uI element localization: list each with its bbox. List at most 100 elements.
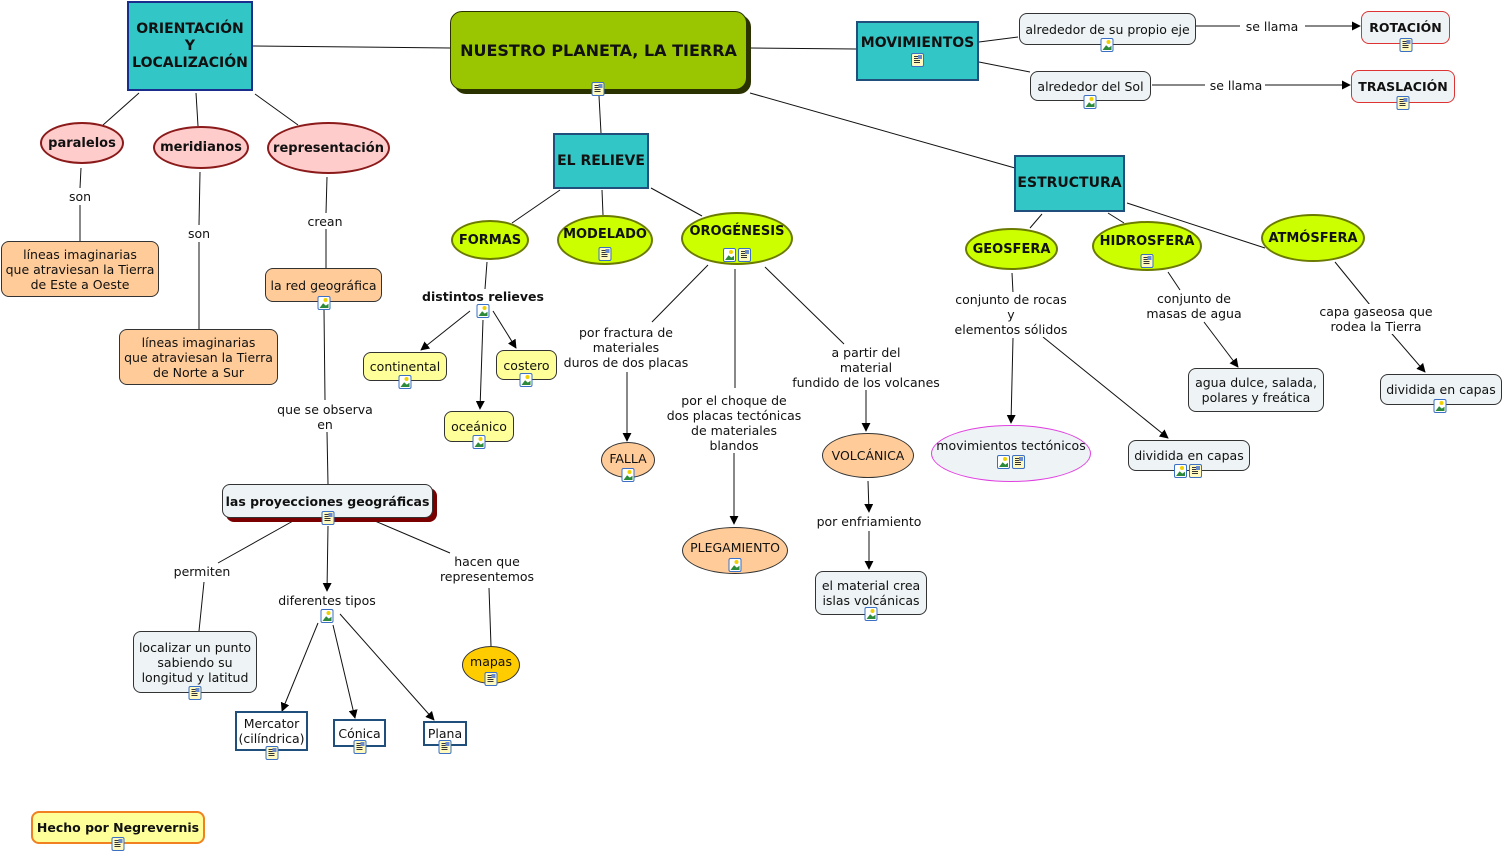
- document-resource-icon[interactable]: [591, 82, 605, 96]
- estructura-node[interactable]: ESTRUCTURA: [1014, 155, 1125, 212]
- lineas-norte-sur-node[interactable]: líneas imaginarias que atraviesan la Tie…: [119, 329, 278, 385]
- root-concept-label: NUESTRO PLANETA, LA TIERRA: [460, 41, 737, 60]
- plegamiento-label: PLEGAMIENTO: [690, 540, 780, 555]
- document-resource-icon[interactable]: [1140, 254, 1154, 268]
- link-label-por-choque: por el choque de dos placas tectónicas d…: [666, 393, 802, 453]
- estructura-label: ESTRUCTURA: [1017, 175, 1122, 191]
- movimientos-label: MOVIMIENTOS: [860, 34, 975, 51]
- hidrosfera-label: HIDROSFERA: [1099, 233, 1195, 249]
- image-resource-icon[interactable]: [1433, 399, 1447, 413]
- document-resource-icon[interactable]: [438, 740, 452, 754]
- image-resource-icon[interactable]: [320, 609, 334, 623]
- link-label-hacen-que: hacen que representemos: [439, 554, 535, 584]
- modelado-label: MODELADO: [563, 226, 647, 242]
- image-resource-icon[interactable]: [997, 455, 1010, 469]
- plegamiento-node[interactable]: PLEGAMIENTO: [682, 527, 788, 574]
- movimientos-node[interactable]: MOVIMIENTOS: [856, 21, 979, 81]
- document-resource-icon[interactable]: [265, 746, 279, 760]
- volcanica-node[interactable]: VOLCÁNICA: [822, 433, 914, 478]
- volcanica-label: VOLCÁNICA: [831, 448, 905, 463]
- image-resource-icon[interactable]: [1174, 464, 1187, 478]
- document-resource-icon[interactable]: [598, 247, 612, 261]
- dividida-geosfera-label: dividida en capas: [1134, 448, 1244, 463]
- image-resource-icon[interactable]: [621, 468, 635, 482]
- image-resource-icon[interactable]: [728, 558, 742, 572]
- hidrosfera-node[interactable]: HIDROSFERA: [1092, 221, 1202, 271]
- conica-label: Cónica: [338, 725, 381, 741]
- document-resource-icon[interactable]: [321, 511, 335, 525]
- link-label-se-llama: se llama: [1245, 19, 1299, 34]
- image-resource-icon[interactable]: [476, 304, 490, 318]
- orogenesis-node[interactable]: OROGÉNESIS: [681, 212, 793, 265]
- image-resource-icon[interactable]: [864, 607, 878, 621]
- link-label-son: son: [187, 226, 211, 241]
- geosfera-node[interactable]: GEOSFERA: [965, 228, 1058, 270]
- representacion-node[interactable]: representación: [267, 122, 390, 174]
- document-resource-icon[interactable]: [353, 740, 367, 754]
- falla-label: FALLA: [609, 450, 647, 466]
- document-resource-icon[interactable]: [911, 52, 924, 67]
- document-resource-icon[interactable]: [1012, 455, 1025, 469]
- document-resource-icon[interactable]: [1396, 96, 1410, 110]
- image-resource-icon[interactable]: [472, 435, 486, 449]
- rotacion-label: ROTACIÓN: [1369, 20, 1442, 35]
- modelado-node[interactable]: MODELADO: [557, 215, 653, 265]
- document-resource-icon[interactable]: [1189, 464, 1202, 478]
- propio-eje-node[interactable]: alrededor de su propio eje: [1019, 13, 1196, 45]
- conica-node[interactable]: Cónica: [333, 719, 386, 747]
- agua-label: agua dulce, salada, polares y freática: [1195, 375, 1317, 405]
- image-resource-icon[interactable]: [398, 375, 412, 389]
- lineas-norte-sur-label: líneas imaginarias que atraviesan la Tie…: [124, 334, 273, 380]
- image-resource-icon[interactable]: [1100, 38, 1114, 52]
- meridianos-node[interactable]: meridianos: [153, 126, 249, 169]
- movimientos-tectonicos-label: movimientos tectónicos: [936, 438, 1086, 453]
- root-concept-node[interactable]: NUESTRO PLANETA, LA TIERRA: [450, 11, 747, 90]
- localizar-label: localizar un punto sabiendo su longitud …: [138, 639, 252, 685]
- lineas-este-oeste-label: líneas imaginarias que atraviesan la Tie…: [5, 246, 155, 292]
- link-label-se-llama: se llama: [1209, 78, 1263, 93]
- traslacion-label: TRASLACIÓN: [1358, 79, 1448, 94]
- agua-node[interactable]: agua dulce, salada, polares y freática: [1188, 368, 1324, 412]
- costero-label: costero: [503, 357, 550, 373]
- formas-node[interactable]: FORMAS: [451, 220, 529, 260]
- atmosfera-node[interactable]: ATMÓSFERA: [1261, 214, 1365, 262]
- link-label-son: son: [68, 189, 92, 204]
- oceanico-label: oceánico: [451, 419, 507, 434]
- plana-label: Plana: [427, 726, 463, 741]
- orientacion-label: ORIENTACIÓN Y LOCALIZACIÓN: [132, 20, 248, 71]
- document-resource-icon[interactable]: [188, 686, 202, 700]
- representacion-label: representación: [273, 140, 384, 156]
- link-label-capa-gaseosa: capa gaseosa que rodea la Tierra: [1312, 304, 1440, 334]
- link-label-permiten: permiten: [173, 564, 231, 579]
- link-label-a-partir: a partir del material fundido de los vol…: [792, 345, 940, 390]
- link-label-distintos-relieves: distintos relieves: [422, 289, 544, 304]
- mercator-node[interactable]: Mercator (cilíndrica): [235, 711, 308, 751]
- mapas-label: mapas: [470, 653, 512, 669]
- orientacion-node[interactable]: ORIENTACIÓN Y LOCALIZACIÓN: [127, 1, 253, 91]
- document-resource-icon[interactable]: [484, 672, 498, 686]
- image-resource-icon[interactable]: [519, 373, 533, 387]
- document-resource-icon[interactable]: [738, 248, 751, 262]
- image-resource-icon[interactable]: [317, 296, 331, 310]
- localizar-node[interactable]: localizar un punto sabiendo su longitud …: [133, 631, 257, 693]
- image-resource-icon[interactable]: [723, 248, 736, 262]
- lineas-este-oeste-node[interactable]: líneas imaginarias que atraviesan la Tie…: [1, 241, 159, 297]
- link-label-crean: crean: [307, 214, 343, 229]
- link-label-diferentes-tipos: diferentes tipos: [278, 593, 376, 608]
- link-label-conjunto-masas: conjunto de masas de agua: [1146, 291, 1242, 321]
- paralelos-node[interactable]: paralelos: [40, 122, 124, 164]
- document-resource-icon[interactable]: [1399, 38, 1413, 52]
- image-resource-icon[interactable]: [1083, 95, 1097, 109]
- red-geografica-label: la red geográfica: [270, 277, 377, 293]
- document-resource-icon[interactable]: [111, 837, 125, 851]
- orogenesis-label: OROGÉNESIS: [689, 224, 785, 239]
- mercator-label: Mercator (cilíndrica): [238, 716, 305, 746]
- relieve-label: EL RELIEVE: [557, 152, 645, 169]
- geosfera-label: GEOSFERA: [972, 241, 1051, 257]
- dividida-atmosfera-label: dividida en capas: [1386, 382, 1496, 397]
- link-label-conjunto-rocas: conjunto de rocas y elementos sólidos: [954, 292, 1068, 337]
- relieve-node[interactable]: EL RELIEVE: [553, 133, 649, 189]
- movimientos-tectonicos-node[interactable]: movimientos tectónicos: [931, 425, 1091, 482]
- oceanico-node[interactable]: oceánico: [444, 411, 514, 442]
